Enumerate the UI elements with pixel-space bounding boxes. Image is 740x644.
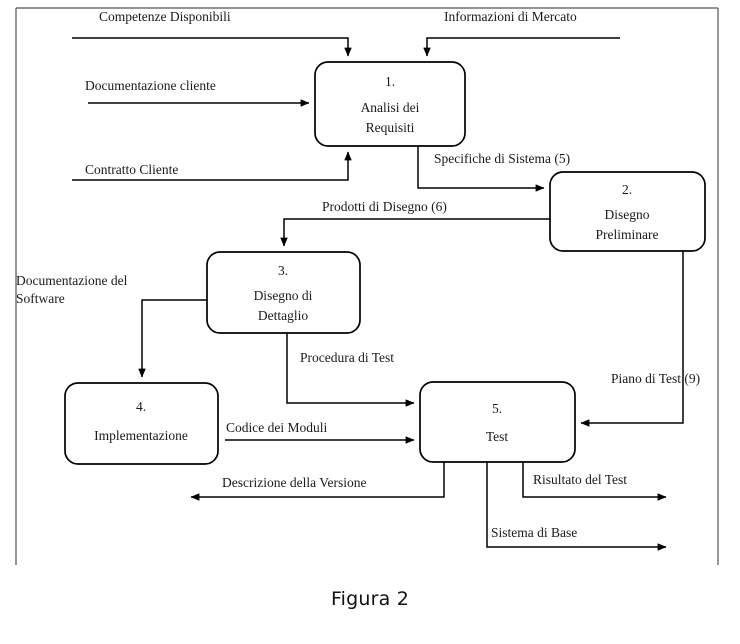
flow-label-piano-di-test: Piano di Test (9)	[611, 371, 700, 386]
process-box-1[interactable]	[314, 61, 466, 147]
process-3-line2: Dettaglio	[258, 308, 308, 323]
flow-label-specifiche-di-sistema: Specifiche di Sistema (5)	[434, 151, 570, 166]
process-1-line2: Requisiti	[366, 120, 415, 135]
process-2-number: 2.	[622, 182, 632, 197]
process-box-4[interactable]	[64, 382, 219, 465]
process-5-number: 5.	[492, 401, 502, 416]
flow-label-competenze-disponibili: Competenze Disponibili	[99, 9, 231, 24]
flow-label-documentazione-software-line2: Software	[16, 291, 65, 306]
process-2[interactable]: 2. Disegno Preliminare	[549, 171, 706, 252]
flow-labels: Competenze Disponibili Informazioni di M…	[16, 9, 700, 540]
flow-label-documentazione-software-line1: Documentazione del	[16, 273, 128, 288]
flow-line-specifiche-di-sistema	[417, 146, 545, 192]
process-4-number: 4.	[136, 399, 146, 414]
process-1[interactable]: 1. Analisi dei Requisiti	[314, 61, 466, 147]
flow-line-sistema-di-base	[486, 462, 667, 551]
flow-line-descrizione-versione	[190, 462, 445, 501]
process-1-number: 1.	[385, 74, 395, 89]
flow-line-informazioni-mercato	[423, 37, 620, 57]
process-2-line2: Preliminare	[596, 227, 659, 242]
process-2-line1: Disegno	[605, 207, 650, 222]
flow-label-sistema-di-base: Sistema di Base	[491, 525, 577, 540]
flow-label-documentazione-cliente: Documentazione cliente	[85, 78, 216, 93]
process-box-5[interactable]	[419, 381, 576, 463]
process-4-line1: Implementazione	[94, 428, 188, 443]
flow-label-contratto-cliente: Contratto Cliente	[85, 162, 178, 177]
flow-label-procedura-di-test: Procedura di Test	[300, 350, 394, 365]
flow-connectors	[72, 37, 684, 551]
flow-line-procedura-di-test	[286, 333, 415, 407]
process-3-line1: Disegno di	[254, 288, 313, 303]
flow-line-competenze-disponibili	[72, 37, 352, 57]
flow-label-descrizione-versione: Descrizione della Versione	[222, 475, 366, 490]
flow-label-informazioni-mercato: Informazioni di Mercato	[444, 9, 577, 24]
flow-label-prodotti-di-disegno: Prodotti di Disegno (6)	[322, 199, 447, 214]
process-1-line1: Analisi dei	[361, 100, 420, 115]
process-3[interactable]: 3. Disegno di Dettaglio	[206, 251, 361, 334]
figure-frame	[15, 7, 719, 565]
process-box-2[interactable]	[549, 171, 706, 252]
process-box-3[interactable]	[206, 251, 361, 334]
figure-caption: Figura 2	[330, 588, 410, 610]
flow-line-documentazione-software	[138, 299, 207, 378]
flow-line-piano-di-test	[580, 251, 684, 427]
flow-line-risultato-del-test	[522, 462, 667, 501]
flow-label-codice-dei-moduli: Codice dei Moduli	[226, 420, 327, 435]
flow-label-risultato-del-test: Risultato del Test	[533, 472, 627, 487]
flow-line-contratto-cliente	[72, 151, 352, 181]
process-5[interactable]: 5. Test	[419, 381, 576, 463]
process-4[interactable]: 4. Implementazione	[64, 382, 219, 465]
process-3-number: 3.	[278, 263, 288, 278]
flow-line-prodotti-di-disegno	[280, 218, 550, 247]
process-5-line1: Test	[486, 429, 509, 444]
